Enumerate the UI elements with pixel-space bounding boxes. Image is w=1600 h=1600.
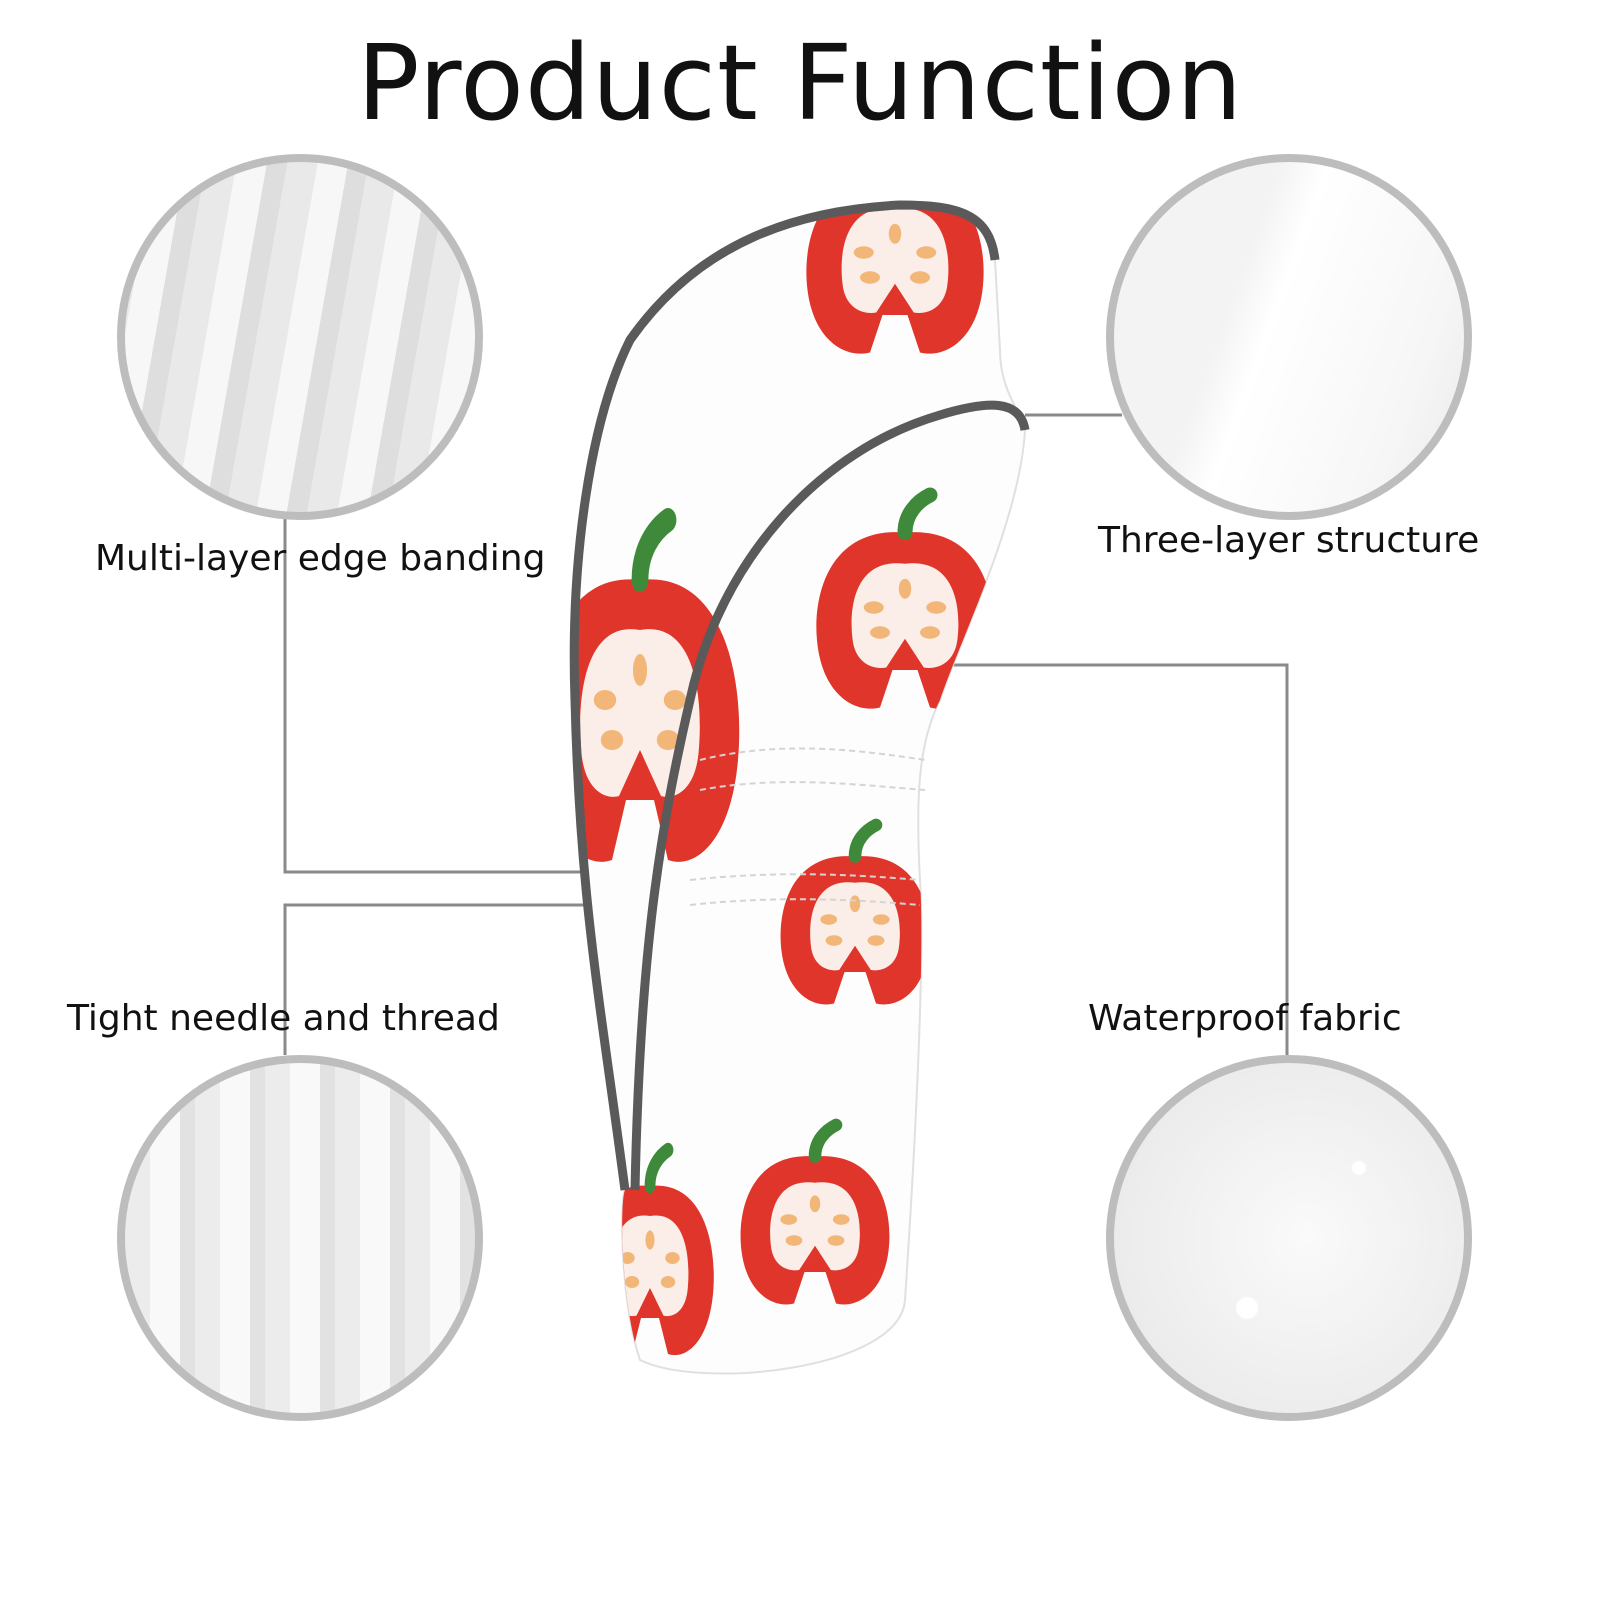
label-three-layer: Three-layer structure <box>1098 520 1480 561</box>
line-edge-banding <box>283 515 595 874</box>
line-needle-thread <box>283 903 595 1055</box>
page-title: Product Function <box>356 22 1244 144</box>
three-layer-detail-image <box>1106 154 1472 520</box>
line-waterproof <box>900 663 1289 1055</box>
elastic-stitching <box>689 747 926 906</box>
needle-thread-detail-image <box>117 1055 483 1421</box>
waterproof-detail-image <box>1106 1055 1472 1421</box>
edge-banding-detail-image <box>117 154 483 520</box>
label-edge-banding: Multi-layer edge banding <box>95 538 546 579</box>
label-needle-thread: Tight needle and thread <box>67 998 500 1039</box>
headcover-outer-trim <box>569 200 1000 1191</box>
label-waterproof: Waterproof fabric <box>1088 998 1402 1039</box>
headcover-inner-trim <box>630 400 1030 1191</box>
